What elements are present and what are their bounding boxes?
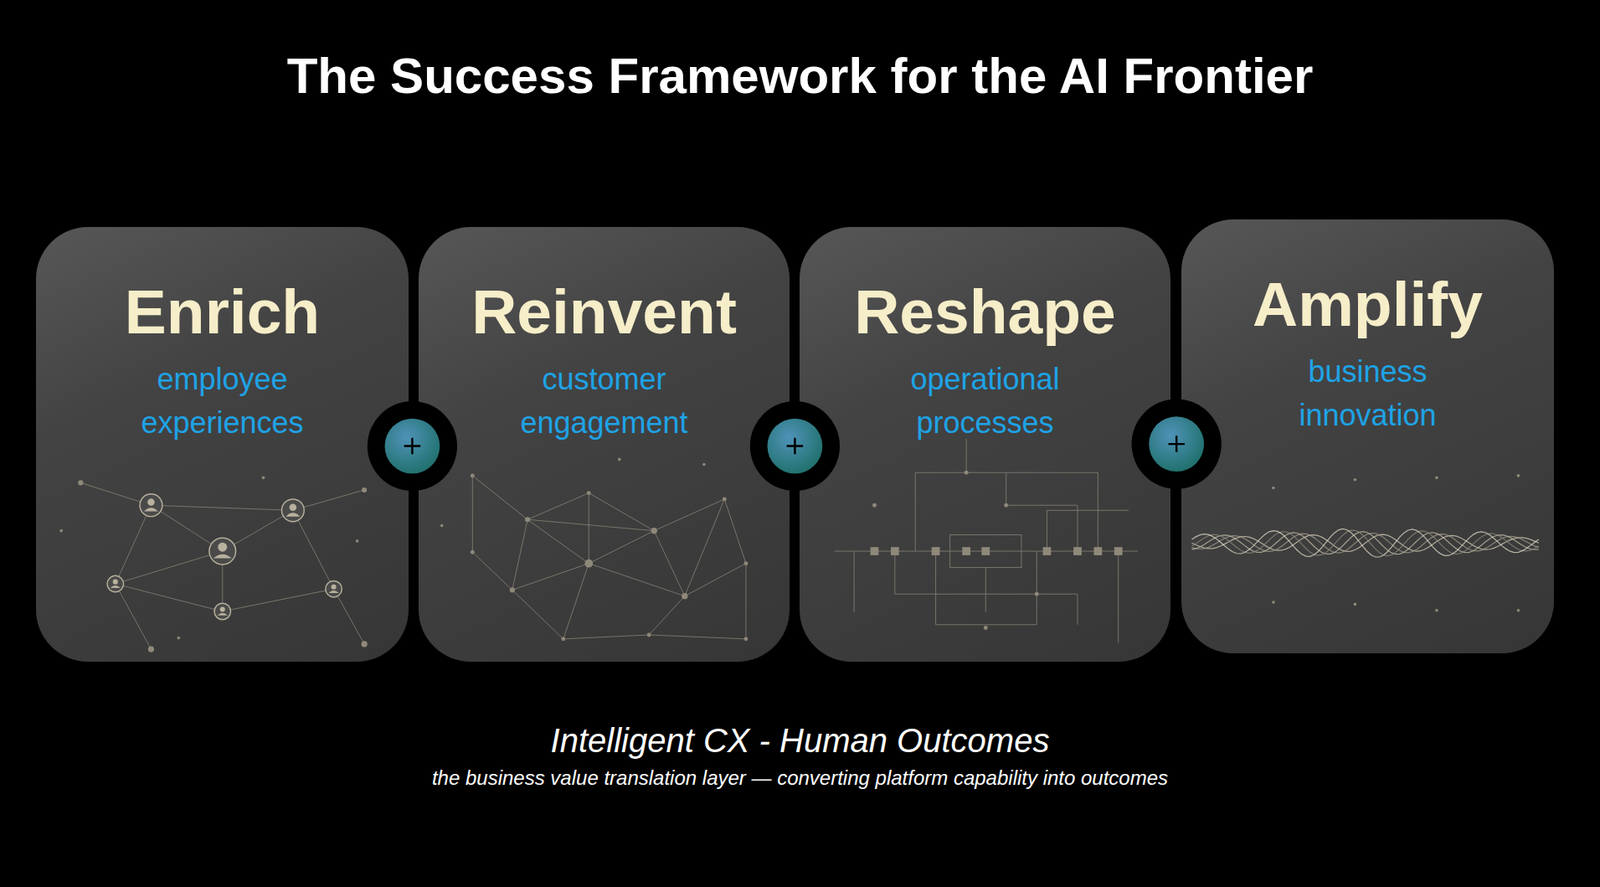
card-subtitle: employee experiences (109, 357, 336, 445)
card-subtitle: operational processes (872, 357, 1099, 445)
framework-card: Reinvent customer engagement (418, 226, 790, 662)
caption: Intelligent CX - Human Outcomes (0, 720, 1600, 761)
card-heading: Reshape (854, 275, 1117, 348)
framework-card: Reshape operational processes (799, 226, 1171, 662)
wave-line (1191, 532, 1539, 553)
card-heading: Reinvent (471, 275, 737, 348)
card-subtitle: business innovation (1255, 349, 1482, 438)
wave-line (1191, 531, 1539, 555)
wave-line (1191, 534, 1539, 551)
framework-card: Amplify business innovation (1181, 219, 1554, 654)
wave-line (1191, 529, 1539, 556)
card-heading: Amplify (1252, 267, 1483, 340)
title: The Success Framework for the AI Frontie… (0, 46, 1600, 105)
card-subtitle: customer engagement (491, 357, 718, 445)
framework-card: Enrich employee experiences (36, 226, 409, 662)
sub-caption: the business value translation layer — c… (0, 766, 1600, 791)
card-heading: Enrich (124, 275, 320, 348)
wave-line (1191, 528, 1539, 557)
